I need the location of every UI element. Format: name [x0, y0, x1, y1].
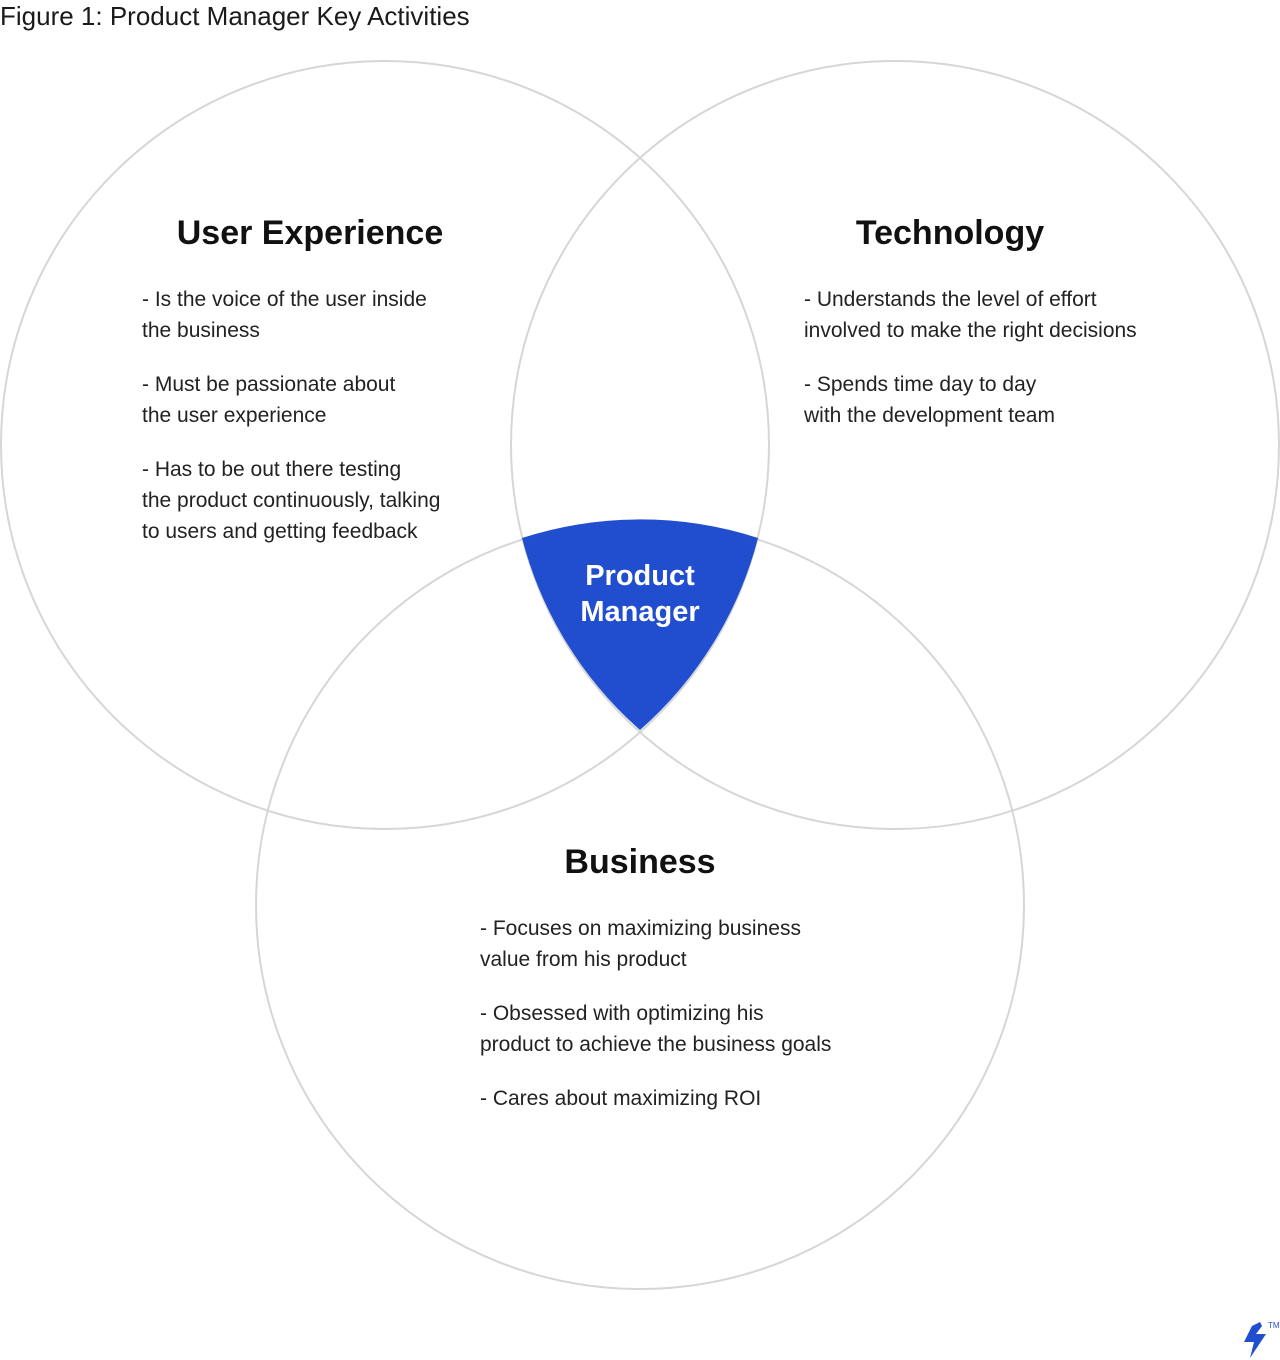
toptal-logo-icon: TM	[1244, 1321, 1280, 1358]
bullet-item: - Has to be out there testing the produc…	[142, 458, 441, 543]
bullet-item: - Focuses on maximizing business value f…	[480, 917, 801, 971]
business-heading: Business	[564, 843, 716, 881]
bullet-item: - Must be passionate about the user expe…	[142, 373, 396, 427]
product-manager-label: Product Manager	[580, 560, 700, 628]
bullet-item: - Cares about maximizing ROI	[480, 1087, 762, 1110]
user-experience-bullets: - Is the voice of the user inside the bu…	[142, 284, 502, 570]
trademark-label: TM	[1268, 1321, 1280, 1330]
technology-circle	[510, 60, 1280, 830]
technology-heading: Technology	[855, 214, 1045, 252]
figure-title: Figure 1: Product Manager Key Activities	[0, 1, 470, 31]
product-manager-intersection	[522, 519, 758, 730]
bullet-item: - Understands the level of effort involv…	[804, 288, 1137, 342]
user-experience-heading: User Experience	[176, 214, 444, 252]
technology-bullets: - Understands the level of effort involv…	[804, 284, 1224, 454]
bullet-item: - Is the voice of the user inside the bu…	[142, 288, 427, 342]
bullet-item: - Obsessed with optimizing his product t…	[480, 1002, 832, 1056]
business-bullets: - Focuses on maximizing business value f…	[480, 913, 900, 1137]
bullet-item: - Spends time day to day with the develo…	[804, 373, 1055, 427]
user-experience-circle	[0, 60, 770, 830]
